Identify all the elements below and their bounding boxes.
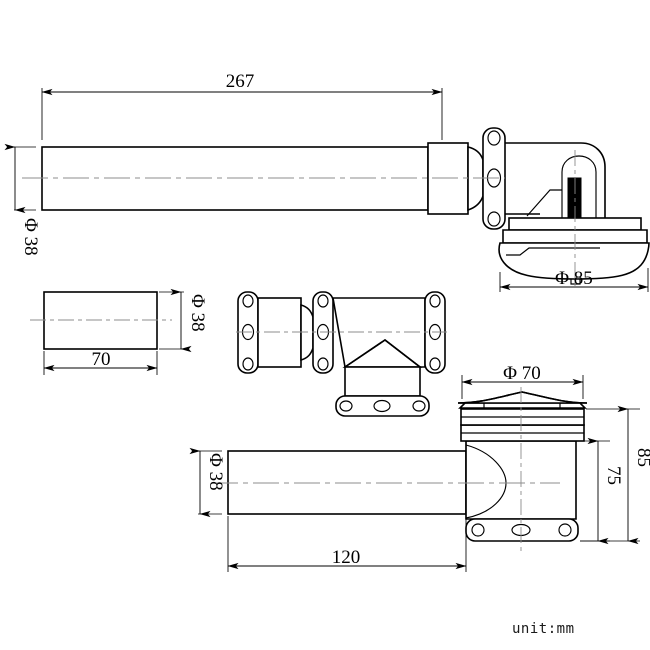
tee-left-taper bbox=[300, 303, 314, 362]
tee-piece-view bbox=[236, 291, 447, 417]
dim-label-70: 70 bbox=[92, 349, 111, 370]
elbow-outer-top bbox=[505, 142, 606, 218]
tee-mid-flange-hole-top bbox=[317, 294, 329, 308]
bottom-flange-hole-right bbox=[558, 523, 572, 537]
short-pipe-view: Φ 38 70 bbox=[30, 288, 208, 375]
sealing-plug bbox=[567, 177, 582, 219]
dim-label-85: 85 bbox=[633, 448, 650, 467]
tee-branch-hole-left bbox=[339, 400, 353, 412]
dim-label-120: 120 bbox=[332, 547, 361, 568]
bottom-assembly-view: Φ 38 Φ 70 120 75 85 bbox=[189, 363, 650, 572]
tee-branch-hole-center bbox=[373, 399, 391, 413]
dim-label-75: 75 bbox=[603, 466, 624, 485]
tee-right-flange-hole-top bbox=[429, 294, 441, 308]
flange-bolt-hole-top bbox=[487, 130, 501, 146]
pipe-collar bbox=[427, 142, 469, 215]
dim-label-d70: Φ 70 bbox=[503, 363, 541, 384]
dim-label-d38-short: Φ 38 bbox=[187, 294, 208, 332]
dim-label-d38-bottom: Φ 38 bbox=[205, 453, 226, 491]
long-pipe-body bbox=[41, 146, 429, 211]
elbow-inner-loop bbox=[561, 155, 597, 218]
short-pipe-body bbox=[43, 291, 158, 350]
tee-right-flange-hole-bottom bbox=[429, 357, 441, 371]
tee-left-flange-hole-bottom bbox=[242, 357, 254, 371]
pipe-taper bbox=[467, 146, 484, 212]
unit-note: unit:mm bbox=[512, 621, 575, 637]
tee-branch-hole-right bbox=[412, 400, 426, 412]
tee-left-barrel bbox=[257, 297, 302, 368]
dim-label-d85: Φ 85 bbox=[555, 268, 593, 289]
tee-left-flange-hole-top bbox=[242, 294, 254, 308]
tee-branch-stem bbox=[344, 366, 421, 397]
cover-inner-lip bbox=[506, 247, 600, 256]
flange-bolt-hole-bottom bbox=[487, 211, 501, 227]
tee-branch-roof-outline bbox=[344, 339, 421, 368]
top-assembly-view: 267 Φ 38 Φ 85 bbox=[4, 71, 650, 292]
bottom-cap-dome-outline bbox=[457, 391, 588, 404]
cover-bowl bbox=[498, 242, 650, 280]
dim-label-267: 267 bbox=[226, 71, 255, 92]
bottom-outlet-pipe bbox=[227, 450, 467, 515]
bottom-flange-hole-left bbox=[471, 523, 485, 537]
dim-label-d38-top: Φ 38 bbox=[20, 218, 41, 256]
trap-internal-baffle bbox=[526, 189, 562, 217]
tee-mid-flange-hole-bottom bbox=[317, 357, 329, 371]
